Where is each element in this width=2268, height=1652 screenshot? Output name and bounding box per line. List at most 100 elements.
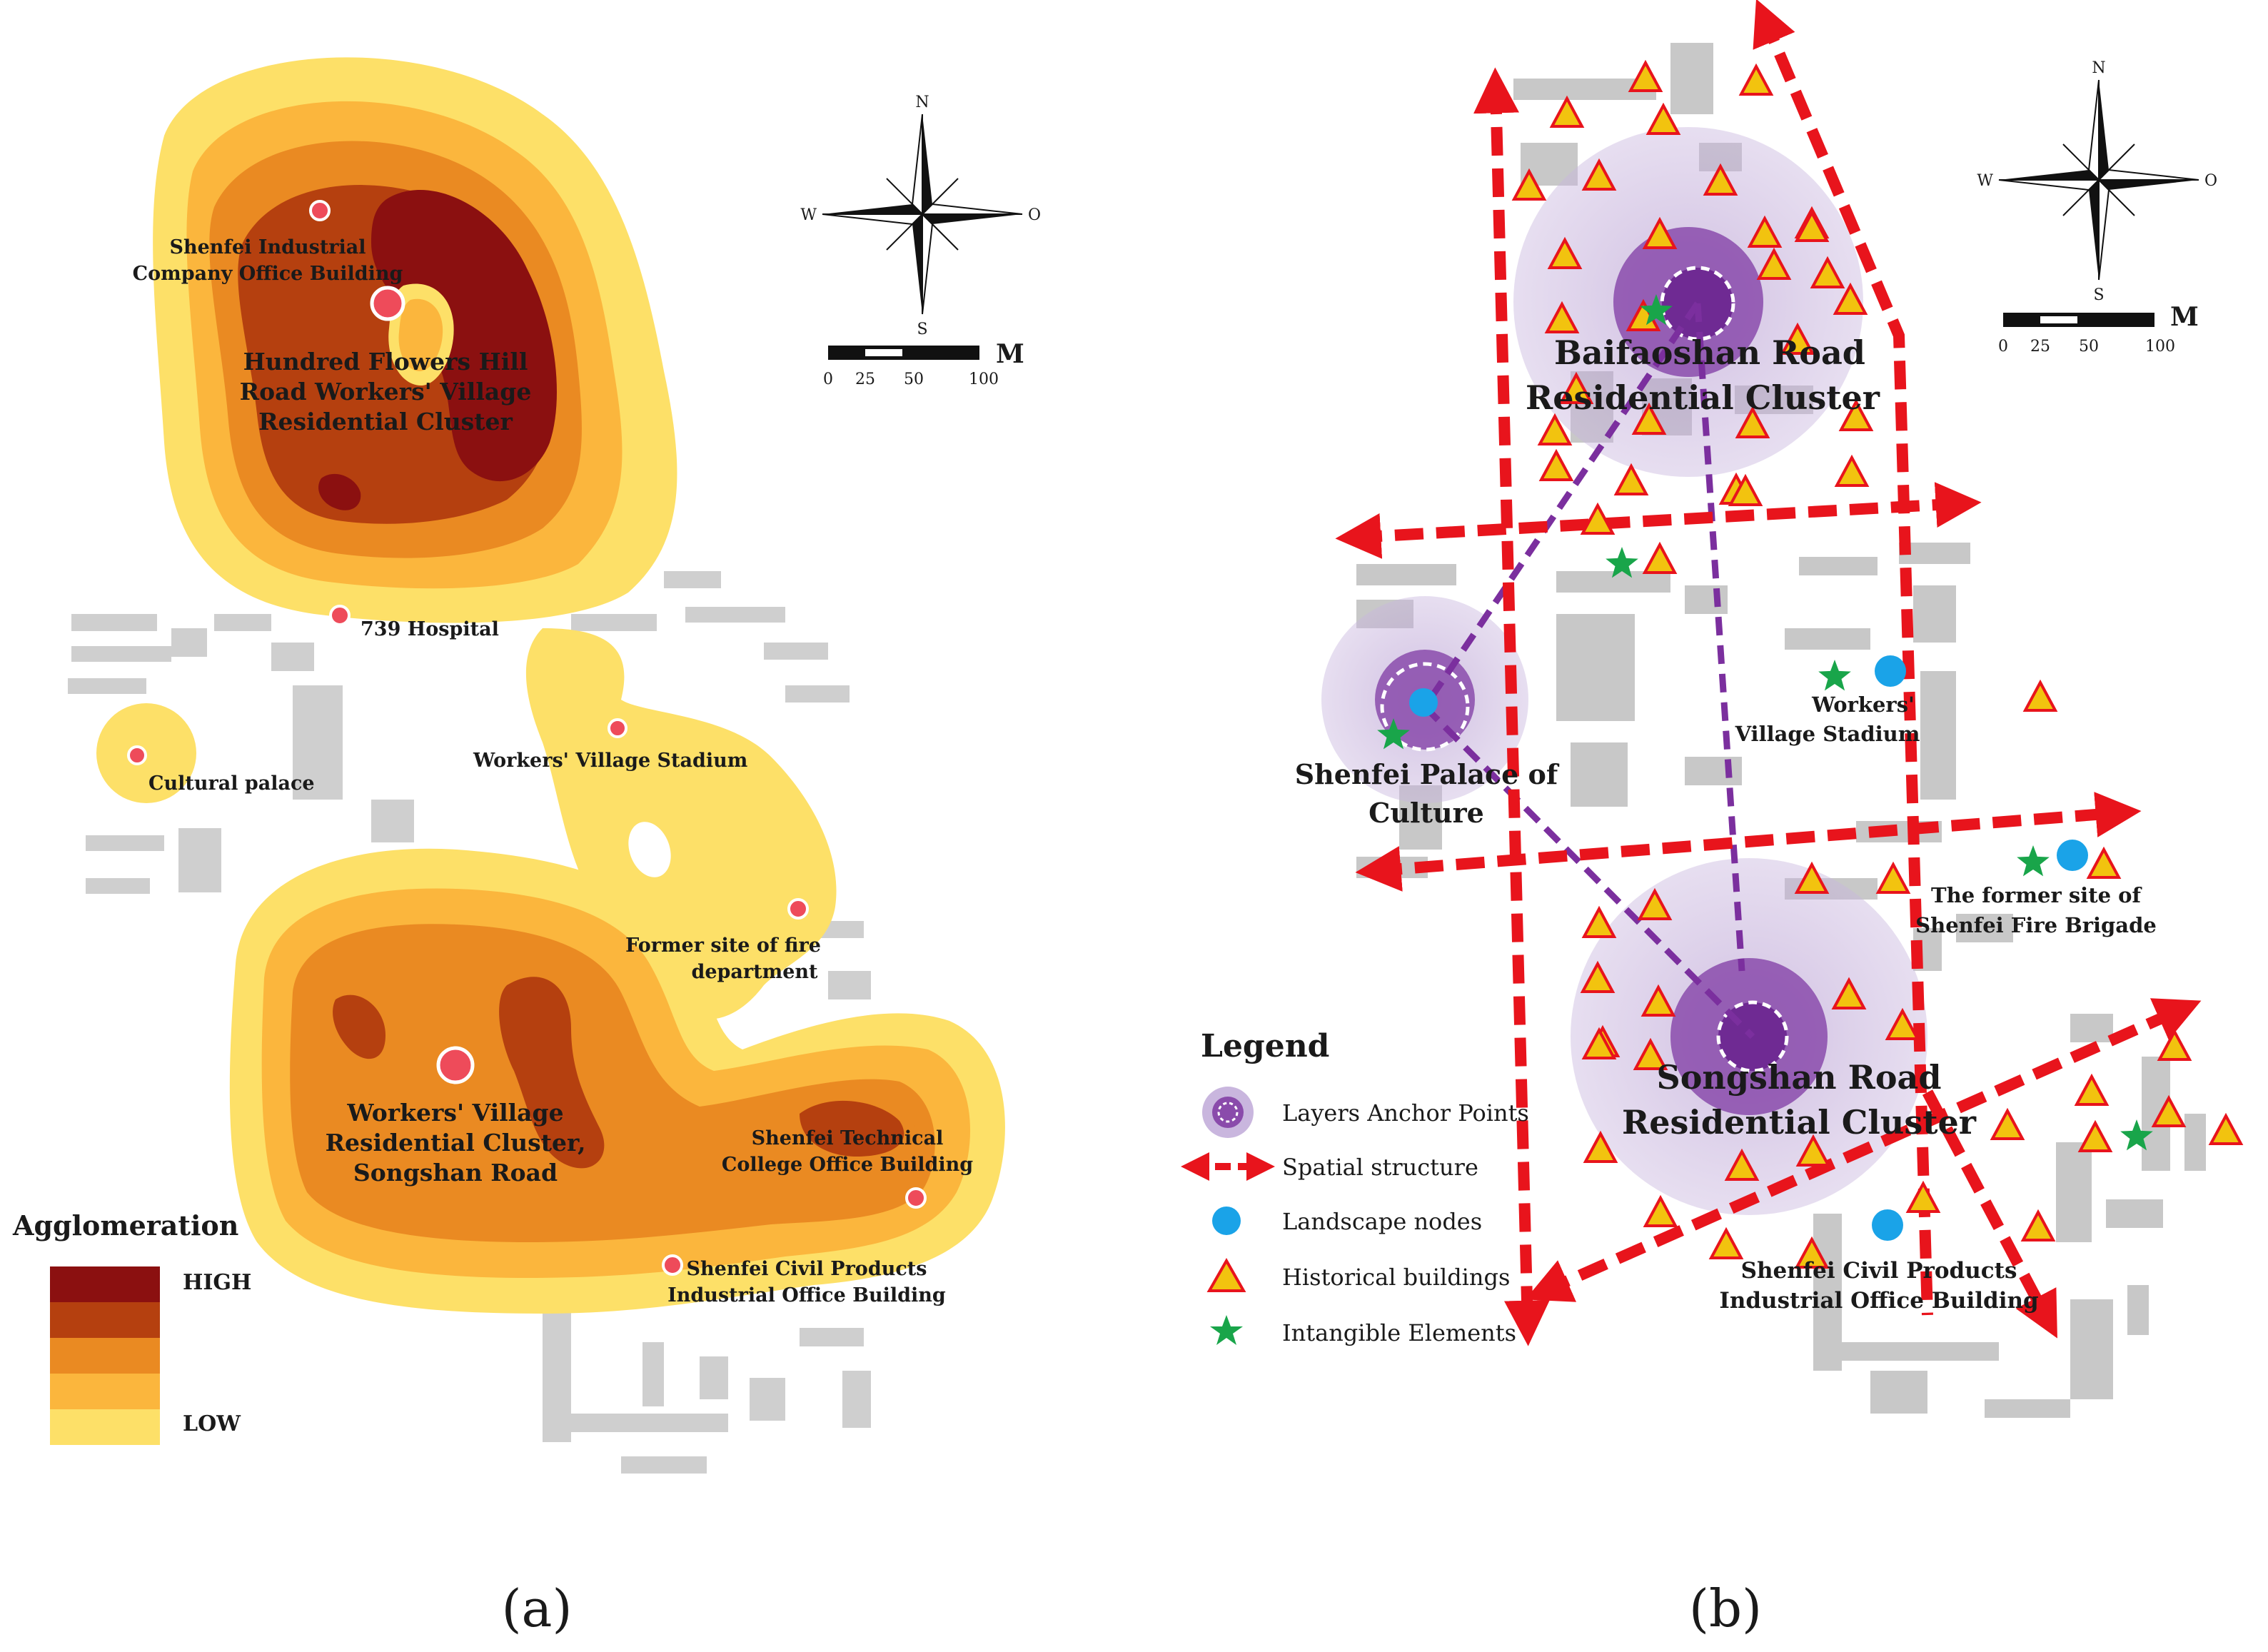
triangle-icon: [2086, 846, 2122, 879]
label-civil-products-2: Industrial Office Building: [667, 1284, 946, 1306]
label-stadium: Workers' Village Stadium: [473, 750, 747, 772]
label-739-hospital: 739 Hospital: [361, 618, 499, 640]
agglomeration-swatch-1: [50, 1302, 160, 1338]
label-shenfei-industrial-1: Shenfei Industrial: [169, 236, 366, 258]
scale-b-tick-0: 0: [1998, 338, 2008, 356]
triangle-icon: [1990, 1107, 2025, 1140]
triangle-icon: [2020, 1209, 2056, 1241]
compass-b-w: W: [1977, 172, 1993, 190]
label-songshan-cluster-1: Workers' Village: [346, 1099, 563, 1127]
triangle-icon: [1558, 371, 1594, 404]
scale-a-tick-2: 50: [904, 371, 924, 388]
label-stadium-b-2: Village Stadium: [1735, 722, 1920, 746]
label-civil-b-1: Shenfei Civil Products: [1741, 1258, 2017, 1284]
scale-b-tick-2: 50: [2079, 338, 2099, 356]
label-technical-college-1: Shenfei Technical: [752, 1127, 944, 1149]
triangle-icon: [1703, 163, 1738, 196]
triangle-icon: [1794, 1236, 1830, 1269]
poi-shenfei-industrial: [309, 200, 331, 221]
triangle-icon: [2077, 1119, 2113, 1152]
triangle-icon: [1537, 413, 1573, 445]
svg-text:Workers'Village Stadium: Workers' Village Stadium: [1735, 692, 1920, 746]
label-hundred-flowers-1: Hundred Flowers Hill: [243, 348, 528, 376]
label-fire-dept-2: department: [692, 961, 819, 983]
triangle-icon: [1905, 1180, 1941, 1213]
agglomeration-low: LOW: [183, 1411, 241, 1436]
triangle-icon: [1642, 216, 1678, 249]
legend-item-2: Landscape nodes: [1282, 1208, 1482, 1235]
agglomeration-swatch-2: [50, 1338, 160, 1374]
triangle-icon: [1642, 541, 1678, 574]
star-icon: [1606, 547, 1638, 578]
label-fire-b-1: The former site of: [1931, 883, 2142, 907]
compass-rose-icon-b: N S O W: [1977, 59, 2217, 304]
spatial-structure: [1335, 0, 2202, 1346]
landscape-nodes: [1409, 655, 2088, 1241]
triangle-icon: [1544, 301, 1580, 333]
compass-a-e: O: [1028, 206, 1041, 224]
triangle-icon: [1583, 1130, 1618, 1163]
triangle-icon: [1780, 322, 1815, 355]
triangle-icon: [1794, 209, 1830, 242]
triangle-icon: [1206, 1257, 1246, 1292]
triangle-icon: [1728, 473, 1763, 506]
legend-item-4: Intangible Elements: [1282, 1319, 1516, 1346]
scale-bar-b: M 0 25 50 100: [1998, 302, 2199, 356]
heat-north: [153, 57, 677, 623]
compass-b-s: S: [2093, 286, 2104, 304]
compass-a-n: N: [915, 94, 929, 111]
triangle-icon: [1645, 102, 1681, 135]
triangle-icon: [1738, 63, 1774, 96]
poi-technical-college: [905, 1187, 927, 1209]
triangle-icon: [2074, 1073, 2110, 1106]
agglomeration-title: Agglomeration: [12, 1209, 238, 1241]
scale-a-tick-0: 0: [823, 371, 833, 388]
poi-fire-dept: [787, 898, 809, 920]
compass-a-s: S: [917, 321, 927, 338]
agglomeration-swatch-3: [50, 1374, 160, 1409]
landscape-node-civil: [1872, 1209, 1903, 1241]
label-stadium-b-1: Workers': [1811, 692, 1915, 717]
triangle-icon: [1628, 59, 1663, 92]
blue-circle-icon: [1212, 1207, 1241, 1235]
triangle-icon: [1581, 905, 1617, 938]
star-icon: [2017, 845, 2050, 877]
poi-civil-products: [662, 1254, 683, 1276]
map-legend: Legend Layers Anchor Points Spatial stru…: [1181, 1028, 1529, 1346]
anchor-point-icon: [1202, 1087, 1254, 1138]
triangle-icon: [1613, 463, 1649, 495]
label-technical-college-2: College Office Building: [722, 1154, 973, 1176]
label-baifaoshan-1: Baifaoshan Road: [1554, 333, 1865, 372]
poi-739-hospital: [329, 605, 351, 626]
compass-b-e: O: [2204, 172, 2217, 190]
scale-a-tick-3: 100: [969, 371, 999, 388]
triangle-icon: [1747, 215, 1783, 248]
triangle-icon: [1885, 1007, 1920, 1040]
star-icon: [1640, 294, 1673, 326]
poi-points-a: [127, 200, 927, 1276]
triangle-icon: [1756, 247, 1792, 280]
triangle-icon: [1549, 95, 1585, 128]
legend-item-3: Historical buildings: [1282, 1264, 1510, 1291]
label-songshan-cluster-2: Residential Cluster,: [326, 1129, 586, 1157]
poi-hundred-flowers: [370, 286, 405, 321]
star-icon: [1818, 660, 1851, 691]
label-civil-products-1: Shenfei Civil Products: [687, 1258, 927, 1280]
triangle-icon: [2022, 679, 2058, 712]
agglomeration-swatch-0: [50, 1266, 160, 1302]
triangle-icon: [2151, 1094, 2187, 1127]
legend-title: Legend: [1201, 1028, 1329, 1064]
scale-b-tick-3: 100: [2145, 338, 2175, 356]
poi-songshan-cluster: [436, 1046, 475, 1084]
label-shenfei-industrial-2: Company Office Building: [133, 263, 403, 285]
triangle-icon: [1735, 406, 1770, 438]
